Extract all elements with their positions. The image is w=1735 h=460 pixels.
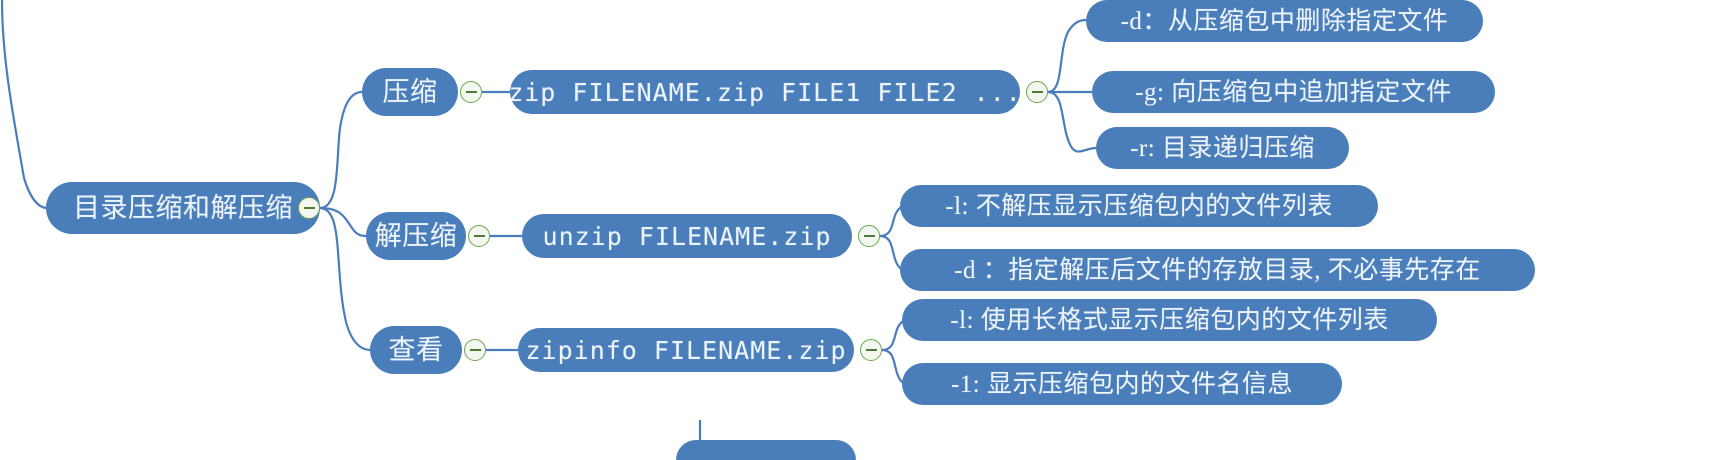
branch-node-compress[interactable]: 压缩 [362,68,458,116]
branch-label: 解压缩 [374,220,458,251]
option-node-zip-r[interactable]: -r: 目录递归压缩 [1096,127,1349,169]
collapse-toggle-view[interactable] [464,339,486,361]
collapse-toggle-compress[interactable] [460,81,482,103]
option-label: -g: 向压缩包中追加指定文件 [1135,78,1452,106]
branch-node-decompress[interactable]: 解压缩 [366,212,466,260]
command-label: zipinfo FILENAME.zip [525,335,847,365]
command-label: zip FILENAME.zip FILE1 FILE2 ... [508,77,1022,107]
option-node-unzip-d[interactable]: -d ：指定解压后文件的存放目录, 不必事先存在 [900,249,1535,291]
option-label: -d ：指定解压后文件的存放目录, 不必事先存在 [954,256,1481,284]
option-label: -l: 使用长格式显示压缩包内的文件列表 [950,306,1389,334]
collapse-toggle-zip[interactable] [1026,81,1048,103]
collapse-toggle-root[interactable] [298,197,320,219]
root-node-label: 目录压缩和解压缩 [73,192,293,223]
collapse-toggle-zipinfo[interactable] [860,339,882,361]
option-node-zipinfo-1[interactable]: -1: 显示压缩包内的文件名信息 [902,363,1342,405]
option-label: -l: 不解压显示压缩包内的文件列表 [945,192,1333,220]
option-node-zip-d[interactable]: -d：从压缩包中删除指定文件 [1086,0,1483,42]
partial-node-bottom[interactable] [676,440,856,460]
option-label: -1: 显示压缩包内的文件名信息 [950,370,1294,398]
root-node[interactable]: 目录压缩和解压缩 [46,182,320,234]
option-label: -r: 目录递归压缩 [1130,134,1315,162]
command-node-unzip[interactable]: unzip FILENAME.zip [522,214,852,258]
option-node-zip-g[interactable]: -g: 向压缩包中追加指定文件 [1092,71,1495,113]
branch-label: 查看 [388,334,444,365]
option-node-zipinfo-l[interactable]: -l: 使用长格式显示压缩包内的文件列表 [902,299,1437,341]
branch-node-view[interactable]: 查看 [370,326,462,374]
option-label: -d：从压缩包中删除指定文件 [1120,7,1449,35]
collapse-toggle-decompress[interactable] [468,225,490,247]
command-label: unzip FILENAME.zip [542,221,832,251]
collapse-toggle-unzip[interactable] [858,225,880,247]
option-node-unzip-l[interactable]: -l: 不解压显示压缩包内的文件列表 [900,185,1378,227]
command-node-zipinfo[interactable]: zipinfo FILENAME.zip [518,328,854,372]
branch-label: 压缩 [382,76,438,107]
command-node-zip[interactable]: zip FILENAME.zip FILE1 FILE2 ... [508,70,1022,114]
